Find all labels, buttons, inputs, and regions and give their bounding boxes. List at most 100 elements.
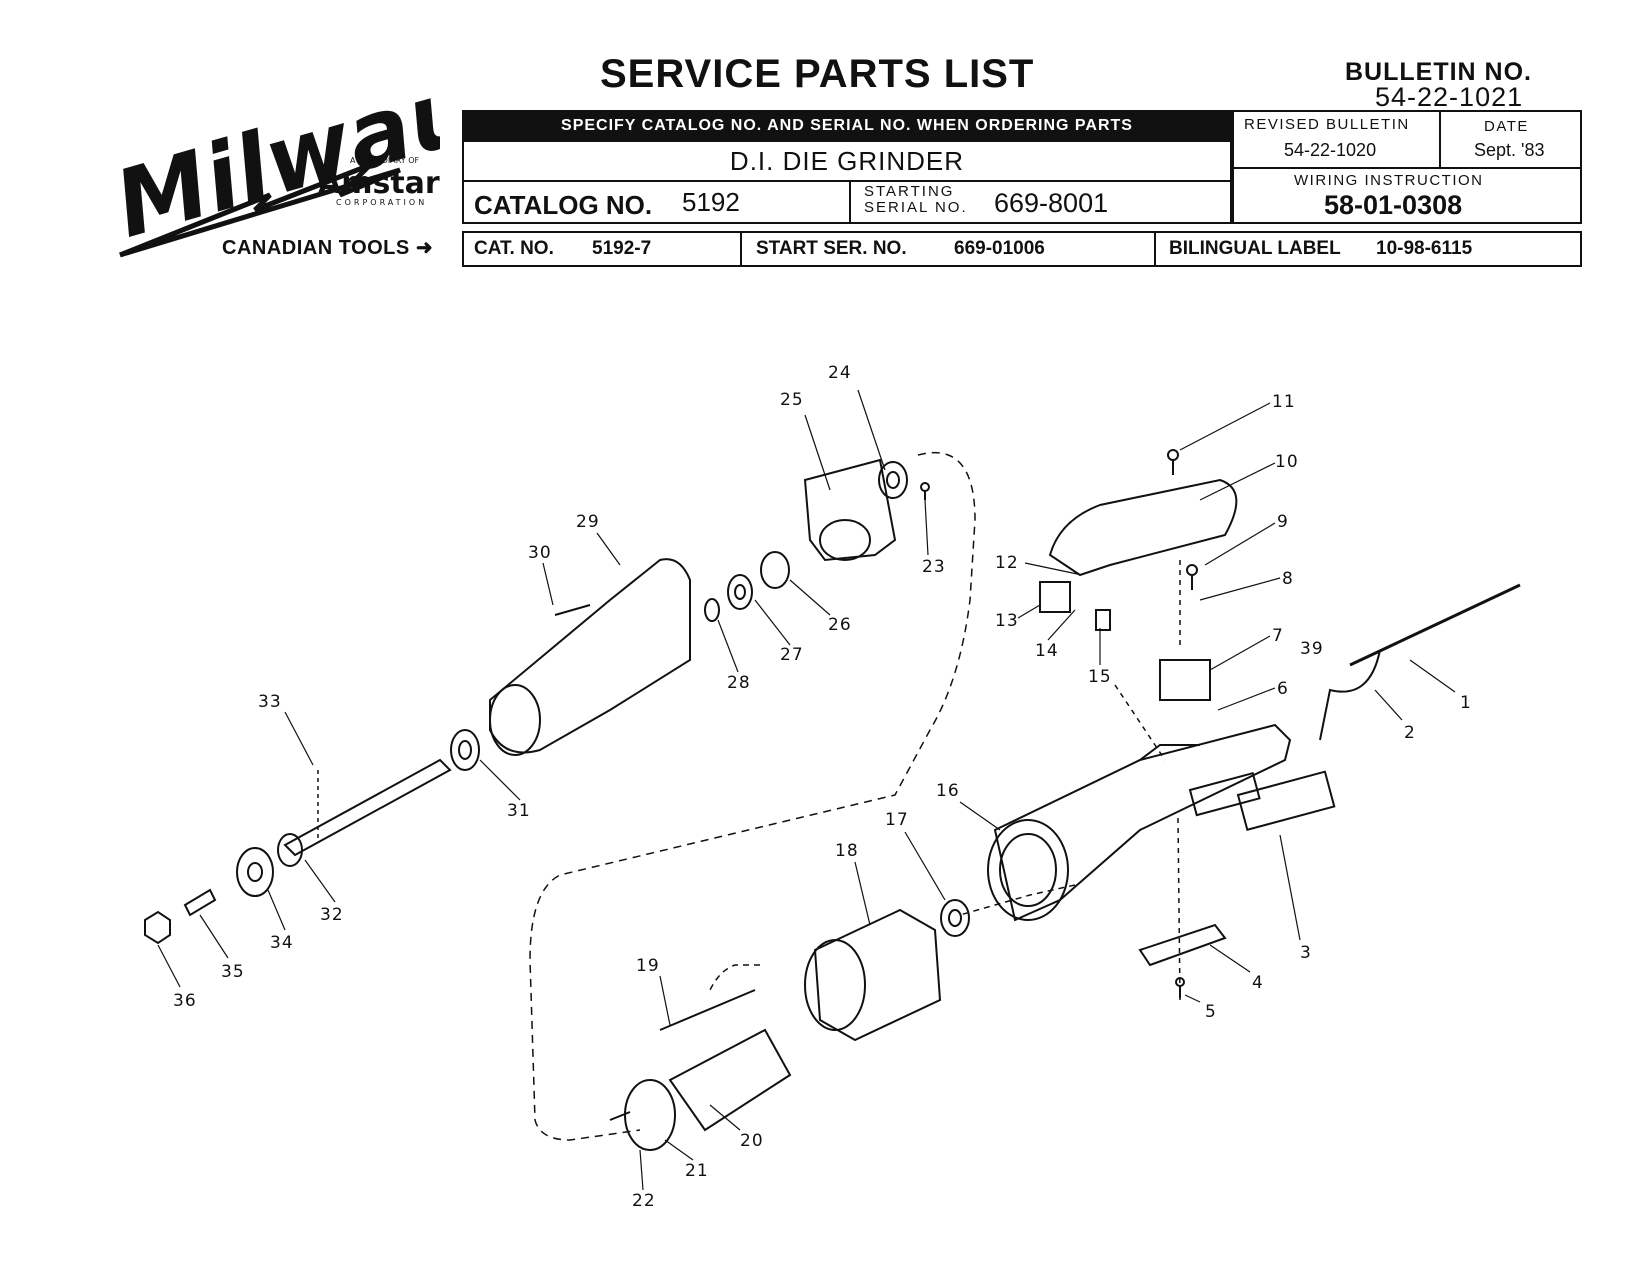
collet-nut: [236, 847, 274, 897]
revision-box: REVISED BULLETIN 54-22-1020 DATE Sept. '…: [1232, 110, 1582, 224]
gear-case: [803, 458, 897, 562]
switch-plate: [1138, 923, 1227, 967]
armature: [668, 1028, 792, 1132]
callout-36: 36: [173, 991, 197, 1011]
switch: [1159, 659, 1211, 701]
callout-16: 16: [936, 781, 960, 801]
starting-label-line2: SERIAL NO.: [864, 199, 968, 216]
callout-1: 1: [1460, 693, 1472, 713]
callout-24: 24: [828, 363, 852, 383]
callout-35: 35: [221, 962, 245, 982]
can-start-label: START SER. NO.: [756, 238, 907, 259]
callout-4: 4: [1252, 973, 1264, 993]
bilingual-number: 10-98-6115: [1376, 238, 1473, 259]
callout-17: 17: [885, 810, 909, 830]
callout-22: 22: [632, 1191, 656, 1211]
callout-7: 7: [1272, 626, 1284, 646]
screw-part: [1175, 977, 1185, 998]
canadian-row: CAT. NO. 5192-7 START SER. NO. 669-01006…: [462, 231, 1582, 267]
cord-set: [1349, 583, 1521, 667]
brush-holder: [1039, 581, 1071, 613]
assembly-path: [959, 884, 1076, 916]
revised-bulletin-number: 54-22-1020: [1284, 140, 1377, 160]
date-label: DATE: [1484, 118, 1529, 135]
callout-20: 20: [740, 1131, 764, 1151]
callout-6: 6: [1277, 679, 1289, 699]
canadian-tools-text: CANADIAN TOOLS: [222, 237, 410, 259]
brush-cover: [1048, 478, 1238, 577]
callout-14: 14: [1035, 641, 1059, 661]
catalog-label: CATALOG NO.: [474, 190, 653, 220]
callout-5: 5: [1205, 1002, 1217, 1022]
screw-part: [920, 482, 930, 500]
date-value: Sept. '83: [1474, 140, 1545, 160]
callout-12: 12: [995, 553, 1019, 573]
field-coil: [813, 908, 942, 1042]
callout-32: 32: [320, 905, 344, 925]
can-cat-label: CAT. NO.: [474, 238, 554, 259]
bilingual-label: BILINGUAL LABEL: [1169, 238, 1341, 259]
hex-nut: [144, 910, 171, 945]
callout-29: 29: [576, 512, 600, 532]
callout-26: 26: [828, 615, 852, 635]
assembly-path: [1114, 684, 1166, 761]
assembly-path: [1177, 817, 1181, 1001]
screw-part: [554, 604, 591, 616]
screw-part: [1167, 449, 1179, 475]
callout-3: 3: [1300, 943, 1312, 963]
cord-protector: [1319, 649, 1381, 741]
arrow-right-icon: ➜: [415, 237, 434, 259]
callout-21: 21: [685, 1161, 709, 1181]
bearing-part: [450, 729, 480, 771]
callout-31: 31: [507, 801, 531, 821]
wiring-instruction-label: WIRING INSTRUCTION: [1294, 172, 1484, 189]
handle-housing: [489, 558, 691, 754]
leader-lines: [157, 389, 1456, 1191]
callout-30: 30: [528, 543, 552, 563]
tool-name: D.I. DIE GRINDER: [462, 142, 1232, 180]
divider: [1154, 233, 1156, 265]
starting-label-line1: STARTING: [864, 183, 955, 200]
divider: [740, 233, 742, 265]
callout-15: 15: [1088, 667, 1112, 687]
catalog-number: 5192: [682, 187, 740, 217]
divider: [849, 182, 851, 222]
callout-28: 28: [727, 673, 751, 693]
canadian-tools-label: CANADIAN TOOLS ➜: [222, 235, 433, 260]
specify-banner: SPECIFY CATALOG NO. AND SERIAL NO. WHEN …: [462, 110, 1232, 142]
callout-10: 10: [1275, 452, 1299, 472]
callout-18: 18: [835, 841, 859, 861]
carbon-brush: [1095, 609, 1111, 631]
callout-2: 2: [1404, 723, 1416, 743]
assembly-path: [529, 451, 976, 1141]
lightning-bolt: [119, 162, 401, 258]
armature-fan: [624, 1079, 676, 1151]
callout-8: 8: [1282, 569, 1294, 589]
pinion-part: [760, 551, 790, 589]
revised-bulletin-label: REVISED BULLETIN: [1244, 116, 1410, 133]
bearing-part: [878, 461, 908, 499]
retaining-ring: [704, 598, 720, 622]
callout-9: 9: [1277, 512, 1289, 532]
spindle: [283, 758, 452, 857]
callout-33: 33: [258, 692, 282, 712]
starting-serial-number: 669-8001: [994, 188, 1109, 218]
amstar-sub: CORPORATION: [336, 198, 427, 207]
callout-19: 19: [636, 956, 660, 976]
callout-23: 23: [922, 557, 946, 577]
wiring-instruction-number: 58-01-0308: [1324, 190, 1463, 220]
divider: [1439, 112, 1441, 167]
page-title: SERVICE PARTS LIST: [600, 52, 1035, 96]
bearing-part: [727, 574, 753, 610]
callout-25: 25: [780, 390, 804, 410]
callout-27: 27: [780, 645, 804, 665]
callout-34: 34: [270, 933, 294, 953]
collet: [183, 888, 217, 917]
starting-serial-label: STARTING SERIAL NO.: [864, 184, 968, 216]
callout-13: 13: [995, 611, 1019, 631]
can-cat-number: 5192-7: [592, 238, 652, 259]
assembly-path: [709, 964, 760, 991]
motor-housing: [987, 723, 1292, 922]
catalog-row: CATALOG NO. 5192 STARTING SERIAL NO. 669…: [462, 180, 1232, 224]
